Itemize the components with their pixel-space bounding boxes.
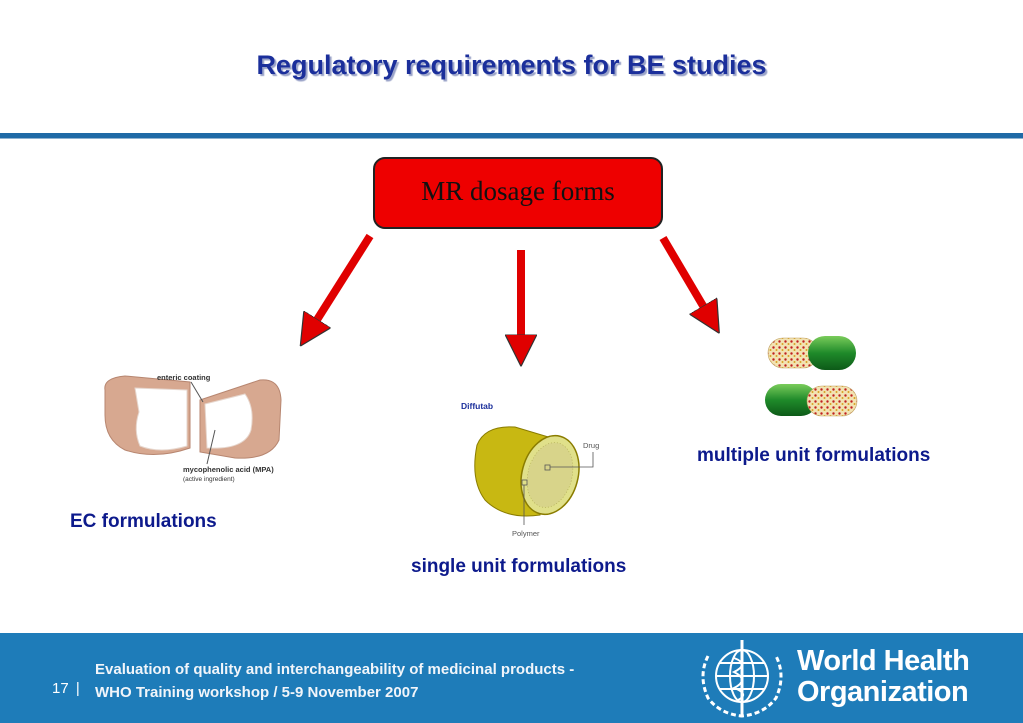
page-number: 17 | bbox=[52, 680, 80, 697]
who-emblem-icon bbox=[701, 640, 783, 718]
footer-line-2: WHO Training workshop / 5-9 November 200… bbox=[95, 684, 419, 701]
arrow-to-multiple bbox=[659, 235, 712, 321]
page-number-separator: | bbox=[75, 680, 80, 697]
single-unit-formulations-label: single unit formulations bbox=[411, 556, 627, 577]
mpa-callout: mycophenolic acid (MPA) bbox=[183, 465, 274, 474]
ec-formulations-label: EC formulations bbox=[70, 511, 217, 532]
ec-tablet-image: enteric coating mycophenolic acid (MPA) … bbox=[104, 373, 282, 483]
title-divider bbox=[0, 133, 1023, 139]
footer-bar bbox=[0, 633, 1023, 723]
who-name-line-1: World Health bbox=[797, 645, 970, 677]
who-name-line-2: Organization bbox=[797, 676, 969, 708]
enteric-coating-callout: enteric coating bbox=[157, 373, 211, 382]
diffutab-title: Diffutab bbox=[461, 401, 493, 411]
multiple-unit-formulations-label: multiple unit formulations bbox=[697, 445, 931, 466]
footer-line-1: Evaluation of quality and interchangeabi… bbox=[95, 661, 575, 678]
polymer-callout: Polymer bbox=[512, 529, 540, 538]
diffutab-image: Diffutab Drug Polymer bbox=[461, 401, 599, 538]
arrow-to-ec bbox=[308, 233, 374, 334]
drug-callout: Drug bbox=[583, 441, 599, 450]
page-number-value: 17 bbox=[52, 680, 69, 697]
mr-dosage-forms-label: MR dosage forms bbox=[421, 175, 615, 206]
slide-title: Regulatory requirements for BE studies bbox=[256, 50, 767, 80]
active-ingredient-callout: (active ingredient) bbox=[183, 476, 235, 483]
mr-dosage-forms-box: MR dosage forms bbox=[373, 157, 663, 229]
capsules-image bbox=[765, 336, 858, 417]
